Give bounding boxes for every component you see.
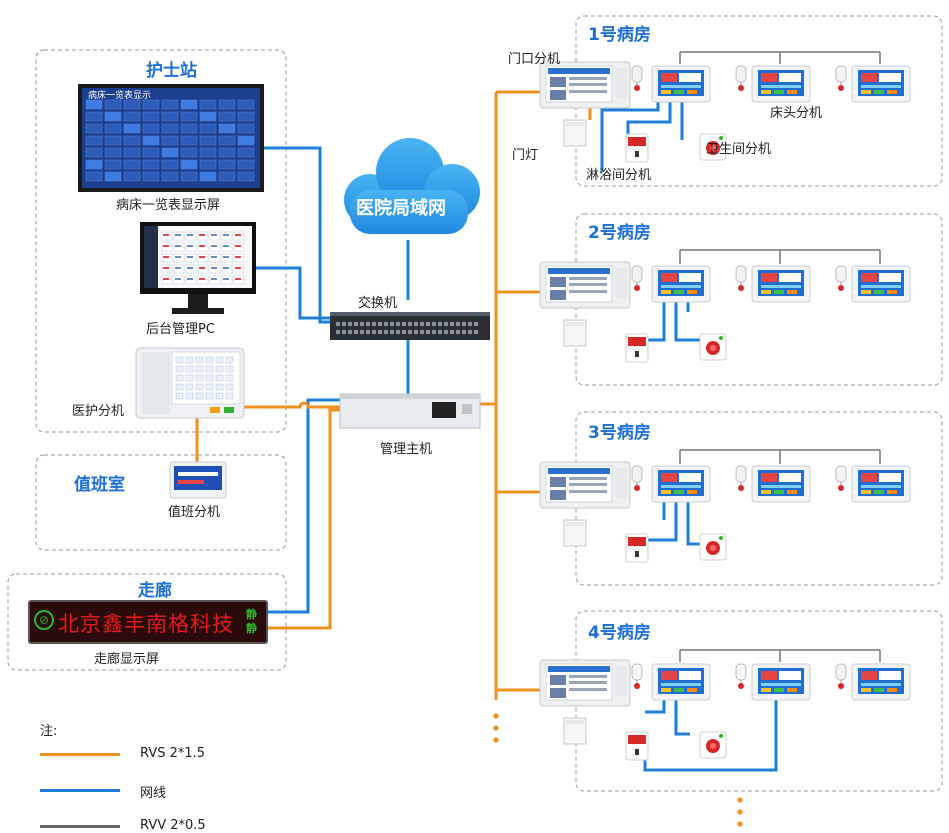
handset-1-b — [735, 65, 747, 92]
quiet-sign: 静静 — [246, 608, 257, 635]
corridor-display-label: 走廊显示屏 — [94, 652, 160, 667]
toilet-unit-2 — [699, 333, 727, 361]
hospital-lan-label: 医院局域网 — [356, 198, 446, 219]
corridor-zone — [7, 573, 287, 671]
duty-terminal — [169, 461, 227, 499]
handset-3-c — [835, 465, 847, 492]
backend-pc-label: 后台管理PC — [146, 322, 215, 337]
switch-label: 交换机 — [358, 296, 398, 311]
toilet-unit-label: 卫生间分机 — [706, 142, 772, 157]
bedside-unit-2-b — [751, 265, 811, 303]
shower-unit-1 — [625, 133, 649, 163]
room-4-title: 4号病房 — [588, 623, 651, 643]
hospital-lan-cloud — [344, 138, 480, 234]
nurse-station-title: 护士站 — [146, 61, 197, 81]
shower-unit-4 — [625, 731, 649, 761]
door-light-label: 门灯 — [512, 148, 539, 163]
shower-unit-3 — [625, 533, 649, 563]
no-entry-icon: ⊘ — [34, 610, 54, 630]
bedside-unit-1-b — [751, 65, 811, 103]
door-unit-4 — [539, 659, 631, 707]
bedside-unit-1-a — [651, 65, 711, 103]
room-3-title: 3号病房 — [588, 423, 651, 443]
bedside-unit-3-a — [651, 465, 711, 503]
corridor-led-display: ⊘ 北京鑫丰南格科技 静静 — [28, 600, 268, 644]
door-light-3 — [563, 519, 587, 547]
door-light-2 — [563, 319, 587, 347]
door-unit-label: 门口分机 — [508, 52, 561, 67]
room-2-title: 2号病房 — [588, 223, 651, 243]
medical-terminal — [135, 347, 245, 419]
bedside-unit-2-a — [651, 265, 711, 303]
shower-unit-2 — [625, 333, 649, 363]
host-label: 管理主机 — [380, 442, 433, 457]
bedside-unit-1-c — [851, 65, 911, 103]
network-switch — [330, 312, 490, 340]
handset-3-a — [631, 465, 643, 492]
network-cables — [256, 100, 778, 772]
bedside-unit-3-c — [851, 465, 911, 503]
handset-4-b — [735, 663, 747, 690]
handset-1-a — [631, 65, 643, 92]
legend-label-3: RVV 2*0.5 — [140, 818, 206, 833]
legend-label-1: RVS 2*1.5 — [140, 746, 206, 761]
bedside-unit-3-b — [751, 465, 811, 503]
door-unit-1 — [539, 61, 631, 109]
continuation-dots — [493, 713, 743, 827]
door-unit-2 — [539, 261, 631, 309]
handset-3-b — [735, 465, 747, 492]
duty-room-title: 值班室 — [74, 475, 125, 495]
duty-terminal-label: 值班分机 — [168, 505, 221, 520]
handset-1-c — [835, 65, 847, 92]
door-unit-3 — [539, 461, 631, 509]
bed-display-label: 病床一览表显示屏 — [116, 198, 221, 213]
toilet-unit-3 — [699, 533, 727, 561]
corridor-title: 走廊 — [138, 581, 172, 601]
door-light-1 — [563, 119, 587, 147]
handset-2-c — [835, 265, 847, 292]
duty-room-zone — [35, 454, 287, 551]
bedside-unit-4-b — [751, 663, 811, 701]
bedside-unit-4-c — [851, 663, 911, 701]
room-3-zone — [575, 411, 943, 586]
shower-unit-label: 淋浴间分机 — [586, 168, 652, 183]
handset-4-c — [835, 663, 847, 690]
bed-screen-title: 病床一览表显示 — [88, 91, 152, 101]
toilet-unit-4 — [699, 731, 727, 759]
handset-4-a — [631, 663, 643, 690]
corridor-scroll-text: 北京鑫丰南格科技 — [58, 612, 234, 636]
medical-terminal-label: 医护分机 — [72, 404, 125, 419]
room-1-title: 1号病房 — [588, 25, 651, 45]
handset-2-b — [735, 265, 747, 292]
rvv-cables — [679, 51, 881, 662]
backend-pc — [140, 222, 256, 314]
legend-title: 注: — [40, 724, 58, 739]
bedside-unit-4-a — [651, 663, 711, 701]
nurse-station-zone — [35, 49, 287, 433]
door-light-4 — [563, 717, 587, 745]
legend-label-2: 网线 — [140, 786, 167, 801]
bedside-unit-2-c — [851, 265, 911, 303]
bedside-unit-label: 床头分机 — [770, 106, 823, 121]
legend-line-3 — [40, 825, 120, 828]
handset-2-a — [631, 265, 643, 292]
legend-line-2 — [40, 789, 120, 792]
bed-overview-display — [78, 84, 264, 192]
management-host — [339, 393, 481, 429]
legend-line-1 — [40, 753, 120, 756]
